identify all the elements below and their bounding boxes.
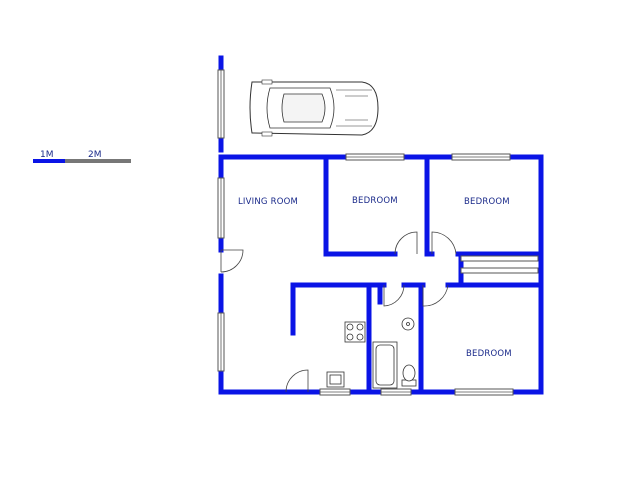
interior-walls [290,154,544,395]
windows [217,153,539,396]
basin-icon [401,317,415,331]
scale-label-2m: 2M [88,150,102,160]
room-label-bedroom-3: BEDROOM [466,349,512,359]
scale-label-1m: 1M [40,150,54,160]
stove-icon [344,321,366,343]
room-label-bedroom-2: BEDROOM [464,197,510,207]
carport-wall [217,55,225,153]
sink-icon [326,371,345,388]
scale-bar: 1M 2M [33,150,131,163]
doors [220,231,457,393]
car-icon [249,79,379,137]
room-label-living-room: LIVING ROOM [238,197,298,207]
bathtub-icon [372,341,398,389]
room-label-bedroom-1: BEDROOM [352,196,398,206]
toilet-icon [401,364,417,387]
